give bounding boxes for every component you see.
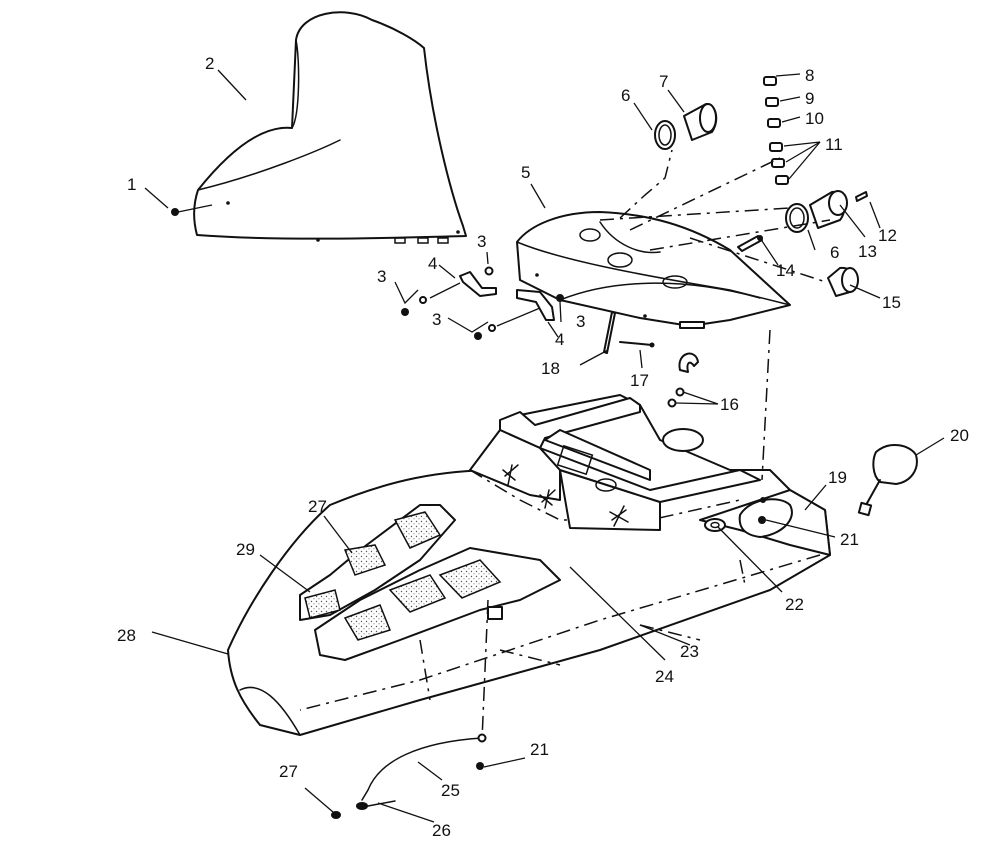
- callout-21a: 21: [840, 530, 859, 549]
- gauge-15: [827, 266, 859, 297]
- windshield: [193, 11, 467, 244]
- gauge-7: [683, 103, 718, 141]
- pin-12: [855, 191, 868, 202]
- callout-21b: 21: [530, 740, 549, 759]
- callout-27b: 27: [279, 762, 298, 781]
- callout-4b: 4: [555, 330, 564, 349]
- callout-3c: 3: [432, 310, 441, 329]
- callout-17: 17: [630, 371, 649, 390]
- callout-26: 26: [432, 821, 451, 840]
- bolt-17: [619, 341, 655, 348]
- callout-12: 12: [878, 226, 897, 245]
- callout-2: 2: [205, 54, 214, 73]
- callout-27a: 27: [308, 497, 327, 516]
- callout-5: 5: [521, 163, 530, 182]
- callout-11: 11: [825, 135, 843, 154]
- callout-28: 28: [117, 626, 136, 645]
- callout-8: 8: [805, 66, 814, 85]
- callout-19: 19: [828, 468, 847, 487]
- leader-lines: [144, 69, 945, 823]
- bezel-6-upper: [654, 120, 676, 150]
- mirror-20: [857, 444, 918, 517]
- callout-6a: 6: [621, 86, 630, 105]
- callout-18: 18: [541, 359, 560, 378]
- strip-18: [603, 311, 616, 354]
- bracket-upper: [459, 271, 497, 297]
- callout-25: 25: [441, 781, 460, 800]
- callout-4a: 4: [428, 254, 437, 273]
- callout-3b: 3: [377, 267, 386, 286]
- callout-15: 15: [882, 293, 901, 312]
- callout-7: 7: [659, 72, 668, 91]
- callout-23: 23: [680, 642, 699, 661]
- callout-29: 29: [236, 540, 255, 559]
- callout-13: 13: [858, 242, 877, 261]
- callout-16: 16: [720, 395, 739, 414]
- dash-panel: [516, 211, 791, 329]
- callout-20: 20: [950, 426, 969, 445]
- switch-14: [737, 235, 763, 252]
- callout-1: 1: [127, 175, 136, 194]
- fasteners-3: [401, 266, 564, 340]
- callout-9: 9: [805, 89, 814, 108]
- hood-body: [227, 394, 918, 736]
- callout-14: 14: [776, 261, 795, 280]
- callout-6b: 6: [830, 243, 839, 262]
- callout-10: 10: [805, 109, 824, 128]
- cable-25: [331, 733, 487, 819]
- indicator-lenses: [763, 76, 789, 185]
- callout-labels: 1 2 3 3 3 3 4 4 5 6 6 7 8 9 10 11 12 13 …: [117, 54, 969, 840]
- screw-1: [171, 204, 213, 216]
- bezel-6-lower: [785, 203, 809, 233]
- clip-16: [667, 352, 699, 408]
- callout-3a: 3: [477, 232, 486, 251]
- bracket-lower: [516, 289, 555, 321]
- callout-24: 24: [655, 667, 674, 686]
- callout-22: 22: [785, 595, 804, 614]
- callout-3d: 3: [576, 312, 585, 331]
